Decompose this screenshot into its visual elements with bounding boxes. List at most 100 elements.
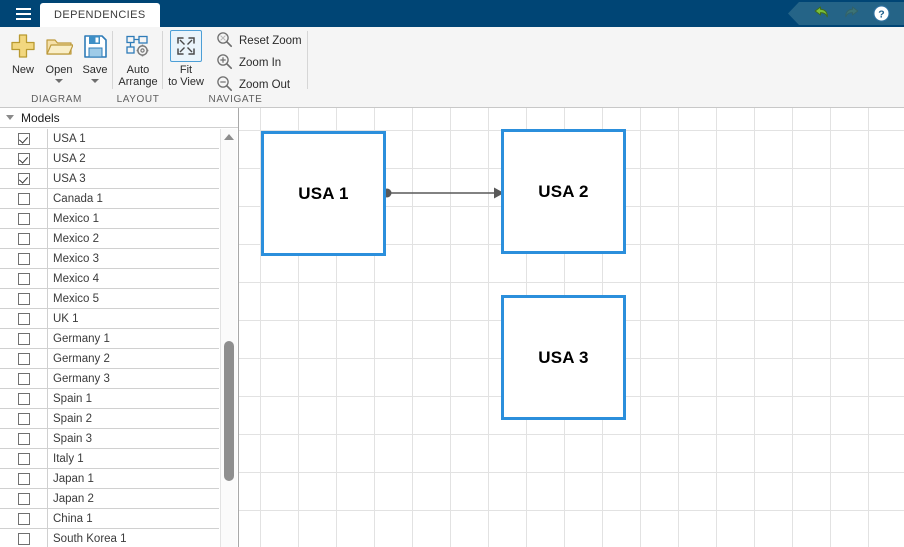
model-checkbox-cell[interactable] bbox=[0, 349, 48, 368]
model-checkbox-cell[interactable] bbox=[0, 169, 48, 188]
checkbox-unchecked-icon[interactable] bbox=[17, 352, 30, 365]
diagram-node-usa2[interactable]: USA 2 bbox=[501, 129, 626, 254]
triangle-up-icon bbox=[224, 134, 234, 140]
model-name-label: USA 2 bbox=[53, 152, 86, 165]
checkbox-checked-icon[interactable] bbox=[17, 172, 30, 185]
scrollbar-thumb[interactable] bbox=[224, 341, 234, 481]
new-button-label: New bbox=[11, 64, 34, 76]
group-divider bbox=[112, 31, 113, 89]
list-item[interactable]: Spain 1 bbox=[0, 389, 219, 409]
auto-arrange-button[interactable]: Auto Arrange bbox=[115, 29, 161, 88]
list-item[interactable]: Mexico 1 bbox=[0, 209, 219, 229]
model-checkbox-cell[interactable] bbox=[0, 429, 48, 448]
checkbox-unchecked-icon[interactable] bbox=[17, 232, 30, 245]
hamburger-menu-icon[interactable] bbox=[8, 3, 38, 25]
list-item[interactable]: China 1 bbox=[0, 509, 219, 529]
model-checkbox-cell[interactable] bbox=[0, 189, 48, 208]
checkbox-unchecked-icon[interactable] bbox=[17, 372, 30, 385]
model-checkbox-cell[interactable] bbox=[0, 269, 48, 288]
list-item[interactable]: South Korea 1 bbox=[0, 529, 219, 547]
zoom-out-button[interactable]: Zoom Out bbox=[216, 75, 290, 95]
checkbox-unchecked-icon[interactable] bbox=[17, 512, 30, 525]
checkbox-unchecked-icon[interactable] bbox=[17, 392, 30, 405]
list-item[interactable]: Mexico 5 bbox=[0, 289, 219, 309]
list-item[interactable]: Italy 1 bbox=[0, 449, 219, 469]
list-item[interactable]: Japan 2 bbox=[0, 489, 219, 509]
model-checkbox-cell[interactable] bbox=[0, 249, 48, 268]
list-item[interactable]: Spain 2 bbox=[0, 409, 219, 429]
list-item[interactable]: USA 2 bbox=[0, 149, 219, 169]
svg-text:?: ? bbox=[878, 8, 884, 20]
checkbox-unchecked-icon[interactable] bbox=[17, 212, 30, 225]
list-item[interactable]: Germany 2 bbox=[0, 349, 219, 369]
list-item[interactable]: UK 1 bbox=[0, 309, 219, 329]
list-item[interactable]: USA 1 bbox=[0, 129, 219, 149]
diagram-node-usa3[interactable]: USA 3 bbox=[501, 295, 626, 420]
sidebar-scrollbar[interactable] bbox=[220, 129, 237, 547]
chevron-down-icon[interactable] bbox=[91, 79, 99, 83]
model-checkbox-cell[interactable] bbox=[0, 409, 48, 428]
checkbox-unchecked-icon[interactable] bbox=[17, 252, 30, 265]
model-checkbox-cell[interactable] bbox=[0, 329, 48, 348]
ribbon-toolbar: New Open bbox=[0, 27, 904, 108]
new-button[interactable]: New bbox=[0, 29, 46, 76]
model-checkbox-cell[interactable] bbox=[0, 389, 48, 408]
checkbox-unchecked-icon[interactable] bbox=[17, 452, 30, 465]
model-checkbox-cell[interactable] bbox=[0, 289, 48, 308]
checkbox-checked-icon[interactable] bbox=[17, 132, 30, 145]
fit-to-view-button[interactable]: Fit to View bbox=[163, 29, 209, 88]
model-checkbox-cell[interactable] bbox=[0, 489, 48, 508]
open-button[interactable]: Open bbox=[36, 29, 82, 83]
model-name-label: South Korea 1 bbox=[53, 532, 127, 545]
list-item[interactable]: Mexico 2 bbox=[0, 229, 219, 249]
model-checkbox-cell[interactable] bbox=[0, 449, 48, 468]
checkbox-checked-icon[interactable] bbox=[17, 152, 30, 165]
list-item[interactable]: Mexico 4 bbox=[0, 269, 219, 289]
zoom-in-label: Zoom In bbox=[239, 57, 282, 69]
model-checkbox-cell[interactable] bbox=[0, 129, 48, 148]
diagram-node-label: USA 2 bbox=[538, 181, 589, 201]
chevron-down-icon[interactable] bbox=[55, 79, 63, 83]
model-checkbox-cell[interactable] bbox=[0, 469, 48, 488]
list-item[interactable]: Mexico 3 bbox=[0, 249, 219, 269]
model-checkbox-cell[interactable] bbox=[0, 369, 48, 388]
models-panel-header[interactable]: Models bbox=[0, 108, 238, 128]
checkbox-unchecked-icon[interactable] bbox=[17, 312, 30, 325]
checkbox-unchecked-icon[interactable] bbox=[17, 432, 30, 445]
model-checkbox-cell[interactable] bbox=[0, 309, 48, 328]
list-item[interactable]: Germany 1 bbox=[0, 329, 219, 349]
model-checkbox-cell[interactable] bbox=[0, 529, 48, 547]
list-item[interactable]: USA 3 bbox=[0, 169, 219, 189]
model-checkbox-cell[interactable] bbox=[0, 209, 48, 228]
group-divider bbox=[162, 31, 163, 89]
checkbox-unchecked-icon[interactable] bbox=[17, 192, 30, 205]
title-bar: DEPENDENCIES ? bbox=[0, 0, 904, 27]
undo-button[interactable] bbox=[811, 5, 831, 23]
list-item[interactable]: Spain 3 bbox=[0, 429, 219, 449]
list-item[interactable]: Canada 1 bbox=[0, 189, 219, 209]
list-item[interactable]: Japan 1 bbox=[0, 469, 219, 489]
model-checkbox-cell[interactable] bbox=[0, 149, 48, 168]
model-name-label: Mexico 2 bbox=[53, 232, 100, 245]
checkbox-unchecked-icon[interactable] bbox=[17, 292, 30, 305]
diagram-node-usa1[interactable]: USA 1 bbox=[261, 131, 386, 256]
checkbox-unchecked-icon[interactable] bbox=[17, 532, 30, 545]
help-button[interactable]: ? bbox=[871, 5, 891, 23]
redo-button[interactable] bbox=[841, 5, 861, 23]
checkbox-unchecked-icon[interactable] bbox=[17, 472, 30, 485]
save-button-label: Save bbox=[82, 64, 108, 76]
tab-dependencies[interactable]: DEPENDENCIES bbox=[40, 3, 160, 27]
model-checkbox-cell[interactable] bbox=[0, 229, 48, 248]
triangle-down-icon[interactable] bbox=[6, 115, 14, 120]
save-button[interactable]: Save bbox=[72, 29, 118, 83]
checkbox-unchecked-icon[interactable] bbox=[17, 412, 30, 425]
checkbox-unchecked-icon[interactable] bbox=[17, 492, 30, 505]
reset-zoom-button[interactable]: Reset Zoom bbox=[216, 31, 302, 51]
checkbox-unchecked-icon[interactable] bbox=[17, 332, 30, 345]
list-item[interactable]: Germany 3 bbox=[0, 369, 219, 389]
zoom-in-button[interactable]: Zoom In bbox=[216, 53, 281, 73]
diagram-canvas[interactable]: USA 1 USA 2 USA 3 bbox=[239, 108, 904, 547]
scrollbar-up-button[interactable] bbox=[221, 129, 237, 145]
checkbox-unchecked-icon[interactable] bbox=[17, 272, 30, 285]
model-checkbox-cell[interactable] bbox=[0, 509, 48, 528]
